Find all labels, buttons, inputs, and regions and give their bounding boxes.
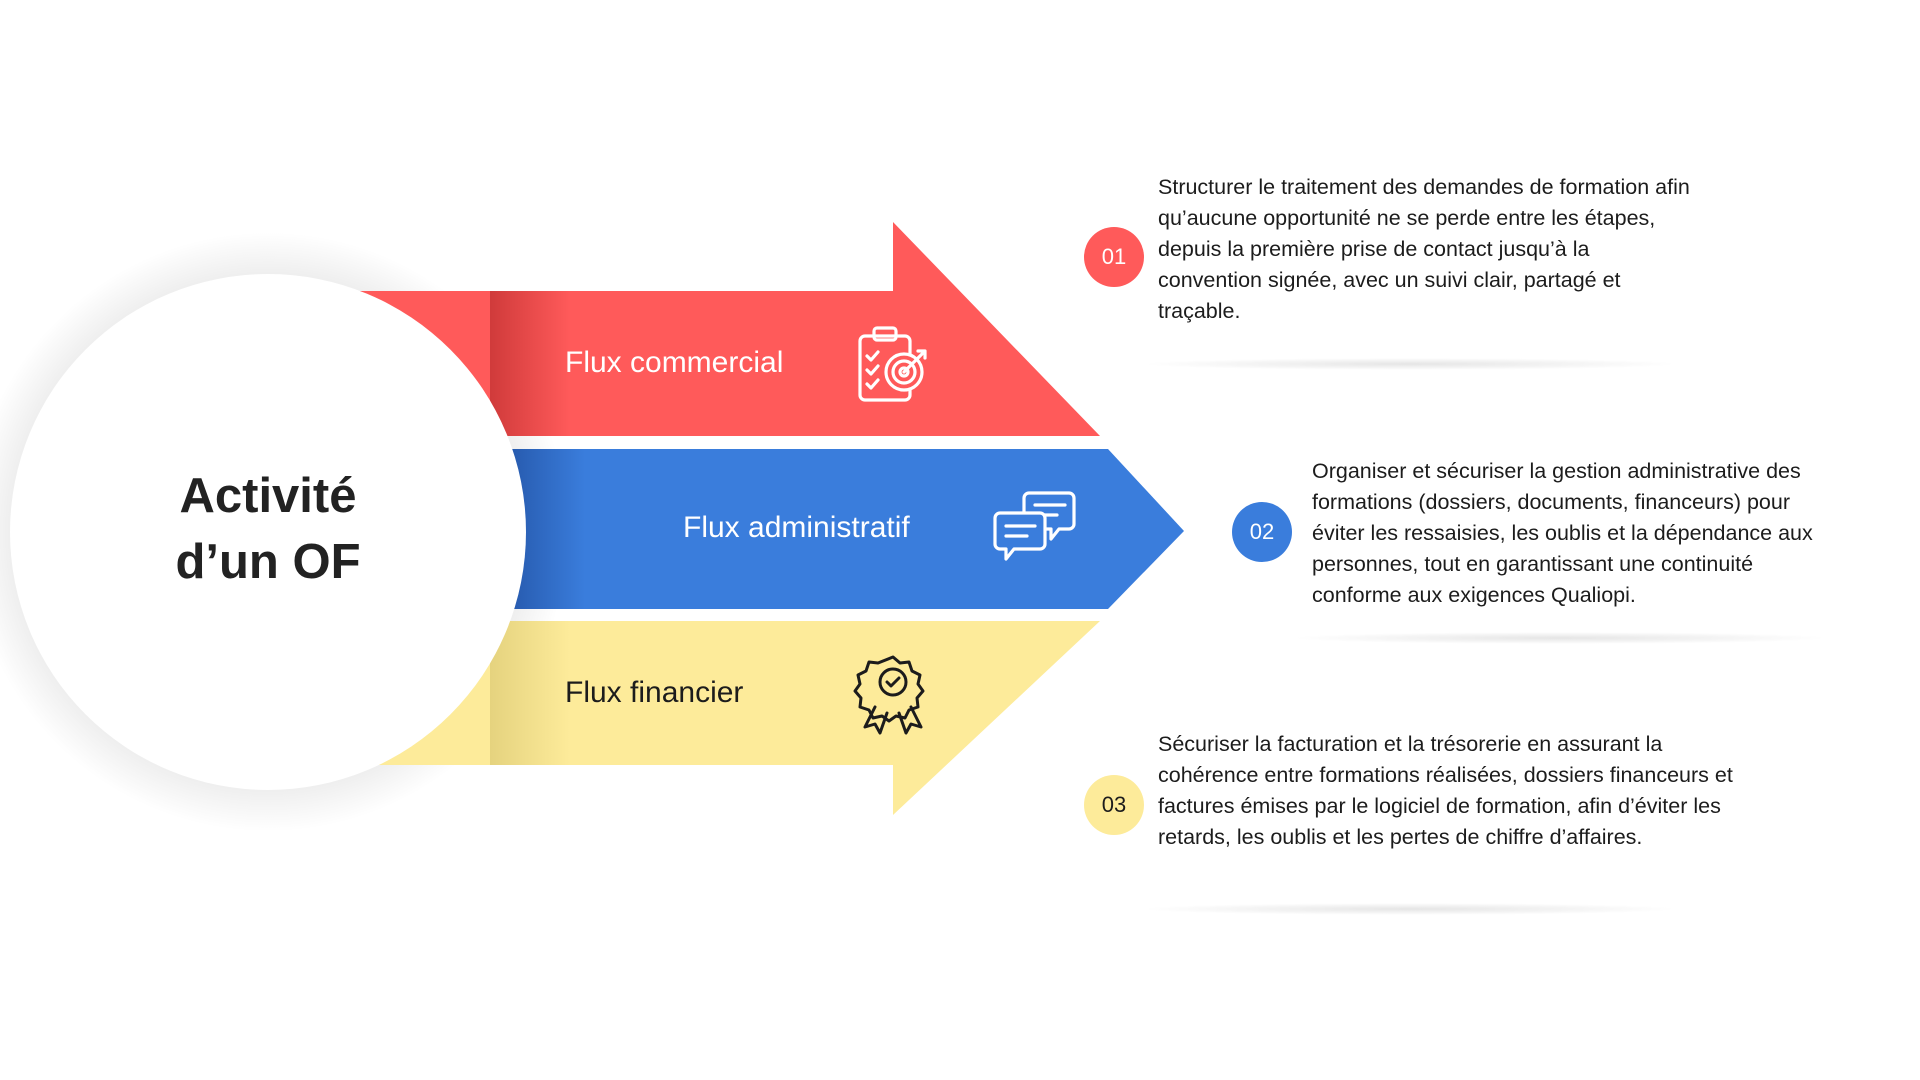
step-02-line: personnes, tout en garantissant une cont…: [1312, 552, 1754, 576]
step-01-line: depuis la première prise de contact jusq…: [1158, 237, 1590, 261]
step-badge-02: 02: [1232, 502, 1292, 562]
flow-label-commercial: Flux commercial: [565, 346, 784, 379]
flow-label-administratif: Flux administratif: [683, 511, 910, 544]
step-03-line: Sécuriser la facturation et la trésoreri…: [1158, 732, 1663, 756]
step-badge-03: 03: [1084, 775, 1144, 835]
step-01-line: convention signée, avec un suivi clair, …: [1158, 268, 1621, 292]
step-02-shadow: [1290, 632, 1830, 644]
step-01-line: qu’aucune opportunité ne se perde entre …: [1158, 206, 1656, 230]
step-number-02: 02: [1249, 519, 1275, 544]
center-circle: [10, 274, 526, 790]
step-02-line: éviter les ressaisies, les oublis et la …: [1312, 521, 1813, 545]
center-title-line-1: Activité: [179, 469, 357, 523]
step-description-02: Organiser et sécuriser la gestion admini…: [1312, 456, 1813, 611]
center-title-line-2: d’un OF: [175, 535, 361, 589]
step-03-shadow: [1140, 903, 1680, 915]
arrow-shade-financier: [490, 621, 570, 765]
step-02-line: formations (dossiers, documents, finance…: [1312, 490, 1790, 514]
step-number-03: 03: [1101, 792, 1127, 817]
clipboard-target-icon: [858, 326, 927, 402]
step-description-03: Sécuriser la facturation et la trésoreri…: [1158, 729, 1733, 853]
step-01-line: traçable.: [1158, 299, 1241, 323]
step-badge-01: 01: [1084, 227, 1144, 287]
step-02-line: conforme aux exigences Qualiopi.: [1312, 583, 1636, 607]
award-badge-icon: [853, 655, 925, 735]
chat-bubbles-icon: [993, 491, 1076, 561]
step-01-line: Structurer le traitement des demandes de…: [1158, 175, 1690, 199]
step-description-01: Structurer le traitement des demandes de…: [1158, 172, 1690, 327]
step-01-shadow: [1140, 358, 1680, 370]
step-03-line: factures émises par le logiciel de forma…: [1158, 794, 1721, 818]
step-03-line: cohérence entre formations réalisées, do…: [1158, 763, 1733, 787]
center-title: Activité d’un OF: [118, 463, 418, 595]
step-02-line: Organiser et sécuriser la gestion admini…: [1312, 459, 1801, 483]
step-03-line: retards, les oublis et les pertes de chi…: [1158, 825, 1643, 849]
arrow-shade-commercial: [490, 291, 570, 436]
step-number-01: 01: [1101, 244, 1127, 269]
flow-label-financier: Flux financier: [565, 676, 744, 709]
